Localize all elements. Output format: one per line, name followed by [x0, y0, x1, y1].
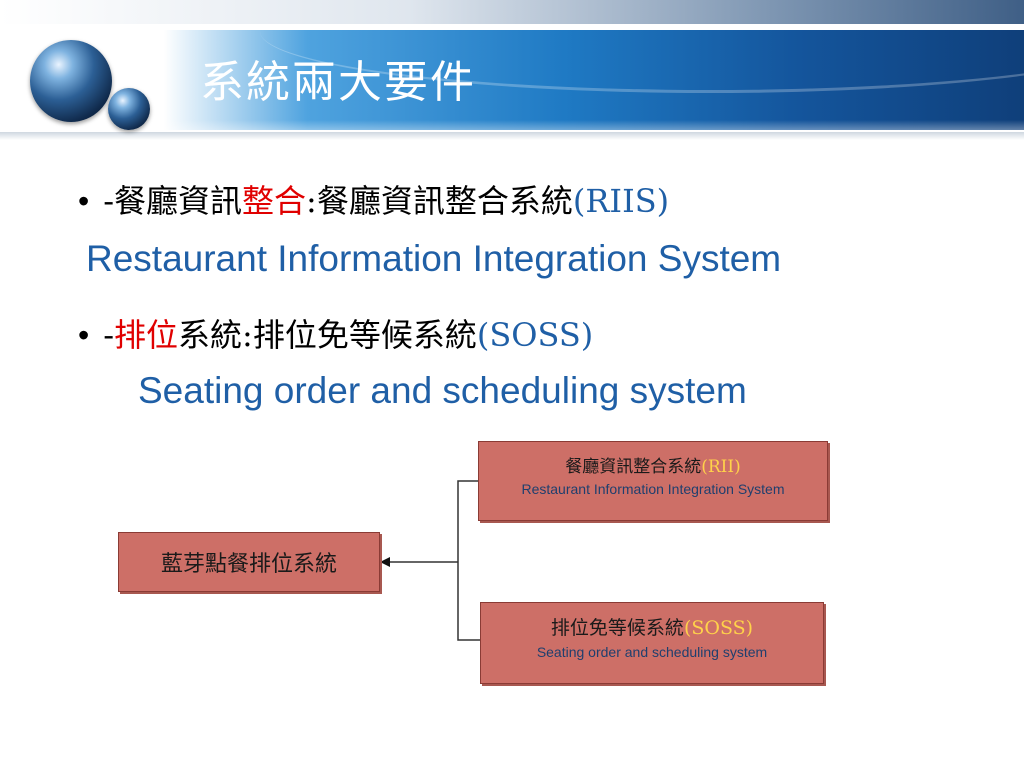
bullet-highlight: 整合: [242, 182, 307, 220]
bullet-marker: •: [78, 183, 90, 219]
arrowhead-icon: [380, 557, 390, 567]
bullet-marker: •: [78, 317, 90, 353]
bullet-prefix: -: [103, 316, 115, 354]
bullet-rest: :餐廳資訊整合系統: [306, 182, 573, 220]
bullet-riis-english: Restaurant Information Integration Syste…: [86, 238, 782, 279]
title-bar: [0, 30, 1024, 130]
soss-box-english: Seating order and scheduling system: [536, 644, 768, 660]
soss-box: 排位免等候系統(SOSS) Seating order and scheduli…: [480, 602, 824, 684]
riis-box: 餐廳資訊整合系統(RII) Restaurant Information Int…: [478, 441, 828, 521]
main-system-label: 藍芽點餐排位系統: [160, 552, 337, 577]
soss-box-zh: 排位免等候系統: [550, 617, 684, 639]
bullet-highlight: 排位: [114, 316, 179, 354]
bullet-acronym: (SOSS): [476, 316, 594, 354]
title-swoosh: [260, 30, 1024, 93]
connector-to-riis: [457, 480, 480, 641]
slide-title: 系統兩大要件: [200, 57, 476, 108]
bullet-rest: 系統:排位免等候系統: [178, 316, 477, 354]
bullet-riis: • -餐廳資訊整合:餐廳資訊整合系統(RIIS): [78, 176, 669, 222]
globe-logo-small-icon: [108, 88, 150, 130]
riis-box-zh: 餐廳資訊整合系統: [565, 457, 702, 477]
bullet-soss: •-排位系統:排位免等候系統(SOSS): [78, 310, 593, 356]
soss-box-title: 排位免等候系統(SOSS): [481, 613, 823, 640]
riis-box-title: 餐廳資訊整合系統(RII): [479, 452, 827, 477]
bullet-prefix: -餐廳資訊: [103, 182, 243, 220]
riis-box-english: Restaurant Information Integration Syste…: [521, 481, 785, 497]
bullet-acronym: (RIIS): [572, 182, 670, 220]
soss-box-acronym: (SOSS): [683, 617, 754, 639]
title-underline: [0, 132, 1024, 140]
globe-logo-large-icon: [30, 40, 112, 122]
main-system-box: 藍芽點餐排位系統: [118, 532, 380, 592]
bullet-soss-english: Seating order and scheduling system: [138, 370, 747, 411]
riis-box-acronym: (RII): [701, 457, 741, 477]
top-decorative-strip: [0, 0, 1024, 24]
